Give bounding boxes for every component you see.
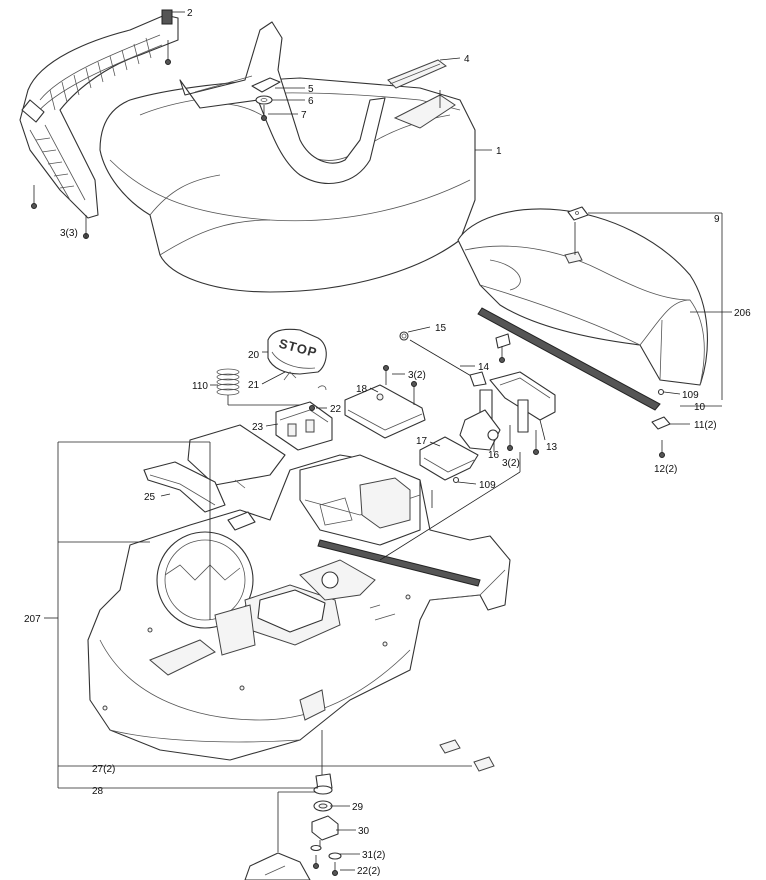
callout-15: 15 xyxy=(435,323,447,334)
switch-housing-part xyxy=(275,371,333,451)
callout-22: 22 xyxy=(330,404,342,415)
clip-part xyxy=(567,206,589,221)
callout-9: 9 xyxy=(714,214,720,225)
callout-4: 4 xyxy=(464,54,470,65)
side-bumper-part xyxy=(19,9,179,219)
callout-23: 23 xyxy=(252,422,264,433)
callout-2: 2 xyxy=(187,8,193,19)
top-cover-part xyxy=(99,21,476,293)
callout-28: 28 xyxy=(92,786,104,797)
handle-mount-part xyxy=(459,333,556,455)
callout-1: 1 xyxy=(496,146,502,157)
lid-part xyxy=(387,59,447,89)
callout-206: 206 xyxy=(734,308,751,319)
callout-labels: 2 3(3) 4 5 6 7 1 9 206 15 20 14 3(2) 110… xyxy=(24,8,751,877)
callout-14: 14 xyxy=(478,362,490,373)
callout-7: 7 xyxy=(301,110,307,121)
rear-cover-part xyxy=(457,208,708,386)
callout-10: 10 xyxy=(694,402,706,413)
callout-21: 21 xyxy=(248,380,260,391)
cover-plate-part xyxy=(344,365,426,439)
grommet-part xyxy=(657,388,665,396)
bracket-part xyxy=(251,77,281,121)
callout-3-3: 3(3) xyxy=(60,228,78,239)
callout-29: 29 xyxy=(352,802,364,813)
callout-3-2a: 3(2) xyxy=(408,370,426,381)
callout-18: 18 xyxy=(356,384,368,395)
callout-207: 207 xyxy=(24,614,41,625)
callout-109a: 109 xyxy=(682,390,699,401)
bottom-fitting-part xyxy=(244,773,342,880)
callout-25: 25 xyxy=(144,492,156,503)
callout-5: 5 xyxy=(308,84,314,95)
callout-30: 30 xyxy=(358,826,370,837)
hatch-part xyxy=(143,424,286,513)
pad-part xyxy=(439,739,495,772)
callout-13: 13 xyxy=(546,442,558,453)
stop-button-part: STOP xyxy=(267,328,327,375)
callout-6: 6 xyxy=(308,96,314,107)
callout-20: 20 xyxy=(248,350,260,361)
chassis-part xyxy=(87,454,511,761)
spring-part xyxy=(216,368,240,405)
grommet-part xyxy=(452,476,460,484)
callout-31: 31(2) xyxy=(362,850,385,861)
callout-12: 12(2) xyxy=(654,464,677,475)
small-cover-part xyxy=(419,436,479,481)
leader-lines xyxy=(44,11,732,871)
callout-3-2b: 3(2) xyxy=(502,458,520,469)
callout-17: 17 xyxy=(416,436,428,447)
rod-part xyxy=(399,331,487,387)
callout-22-2: 22(2) xyxy=(357,866,380,877)
plate-part xyxy=(651,416,671,458)
callout-27: 27(2) xyxy=(92,764,115,775)
callout-16: 16 xyxy=(488,450,500,461)
callout-109b: 109 xyxy=(479,480,496,491)
callout-11: 11(2) xyxy=(694,420,717,431)
seal-strip-part xyxy=(477,307,661,411)
callout-110: 110 xyxy=(192,381,208,392)
